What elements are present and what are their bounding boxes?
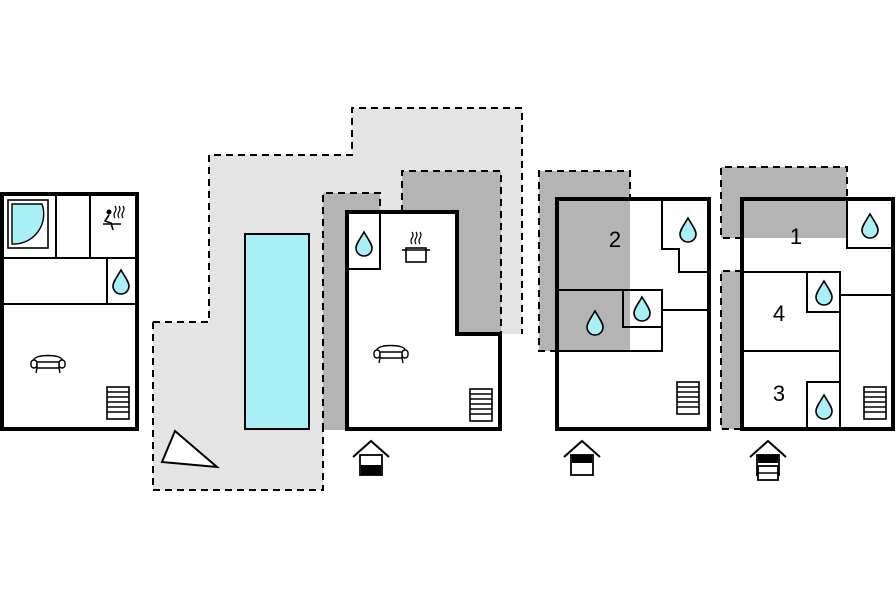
pool-icon	[244, 233, 310, 430]
stairs-icon	[469, 388, 493, 422]
water-drop-icon	[112, 269, 130, 295]
kitchen-pot-icon	[402, 231, 430, 263]
stairs-icon	[863, 386, 887, 420]
sun-lounger-icon	[160, 429, 221, 469]
room-number-4: 4	[773, 301, 785, 326]
sofa-icon	[30, 354, 66, 374]
water-drop-icon	[633, 296, 651, 322]
entrance-icon	[749, 440, 787, 481]
building-3: 2	[538, 170, 711, 476]
water-drop-icon	[815, 394, 833, 420]
stairs-icon	[676, 381, 700, 415]
entrance-icon	[352, 440, 390, 476]
room-number-3: 3	[773, 381, 785, 406]
building-4: 1 4 3	[720, 166, 895, 481]
water-drop-icon	[861, 213, 879, 239]
building-1	[0, 192, 139, 431]
room-number-1: 1	[790, 224, 802, 249]
sauna-icon	[103, 205, 125, 231]
building-2	[322, 170, 502, 476]
water-drop-icon	[815, 280, 833, 306]
water-drop-icon	[679, 217, 697, 243]
shower-icon	[7, 199, 49, 249]
room-number-2: 2	[609, 227, 621, 252]
entrance-icon	[563, 440, 601, 476]
stairs-icon	[106, 386, 130, 420]
